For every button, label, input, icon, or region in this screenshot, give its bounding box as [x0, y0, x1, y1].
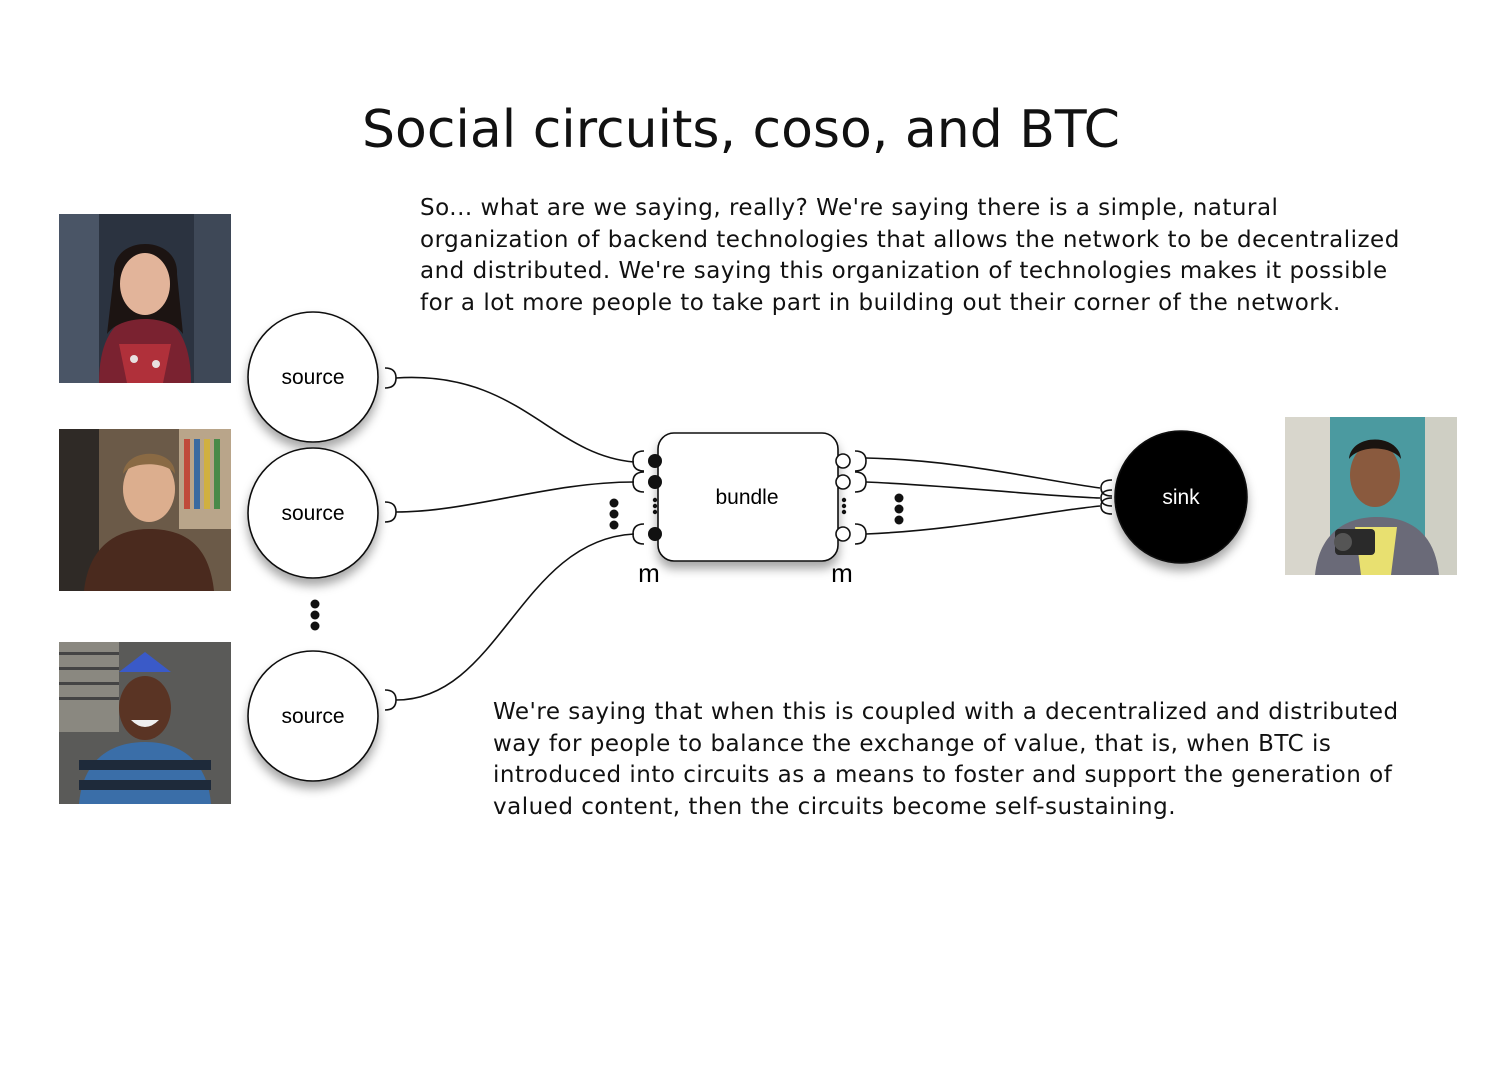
- sink-label: sink: [1162, 486, 1200, 509]
- source-label-2: source: [281, 502, 344, 525]
- ellipsis-vertical-icon: [609, 498, 619, 530]
- bundle-label: bundle: [715, 486, 778, 509]
- wire-source-2-bundle: [395, 481, 635, 513]
- sink-photo: [1285, 417, 1457, 575]
- source-photo-1: [59, 214, 231, 383]
- wire-source-3-bundle: [395, 533, 635, 701]
- ellipsis-vertical-icon: [894, 493, 904, 525]
- conclusion-paragraph: We're saying that when this is coupled w…: [493, 699, 1399, 820]
- source-node-2: source: [247, 447, 397, 579]
- intro-paragraph: So... what are we saying, really? We're …: [420, 195, 1400, 316]
- ellipsis-vertical-icon: [310, 599, 320, 631]
- bundle-node: bundle m m: [632, 432, 867, 588]
- source-label-3: source: [281, 705, 344, 728]
- source-label-1: source: [281, 366, 344, 389]
- wire-source-1-bundle: [395, 376, 635, 463]
- source-photo-2: [59, 429, 231, 591]
- wire-bundle-sink-1: [865, 457, 1101, 489]
- source-node-3: source: [247, 650, 397, 782]
- input-multiplicity-label: m: [638, 558, 660, 588]
- wire-bundle-sink-2: [865, 481, 1101, 499]
- source-photo-3: [59, 642, 231, 804]
- ellipsis-vertical-icon: [652, 497, 658, 515]
- sink-node: sink: [1100, 430, 1248, 564]
- wire-bundle-sink-3: [865, 505, 1101, 535]
- output-multiplicity-label: m: [831, 558, 853, 588]
- ellipsis-vertical-icon: [841, 497, 847, 515]
- source-node-1: source: [247, 311, 397, 443]
- page-title: Social circuits, coso, and BTC: [362, 100, 1120, 160]
